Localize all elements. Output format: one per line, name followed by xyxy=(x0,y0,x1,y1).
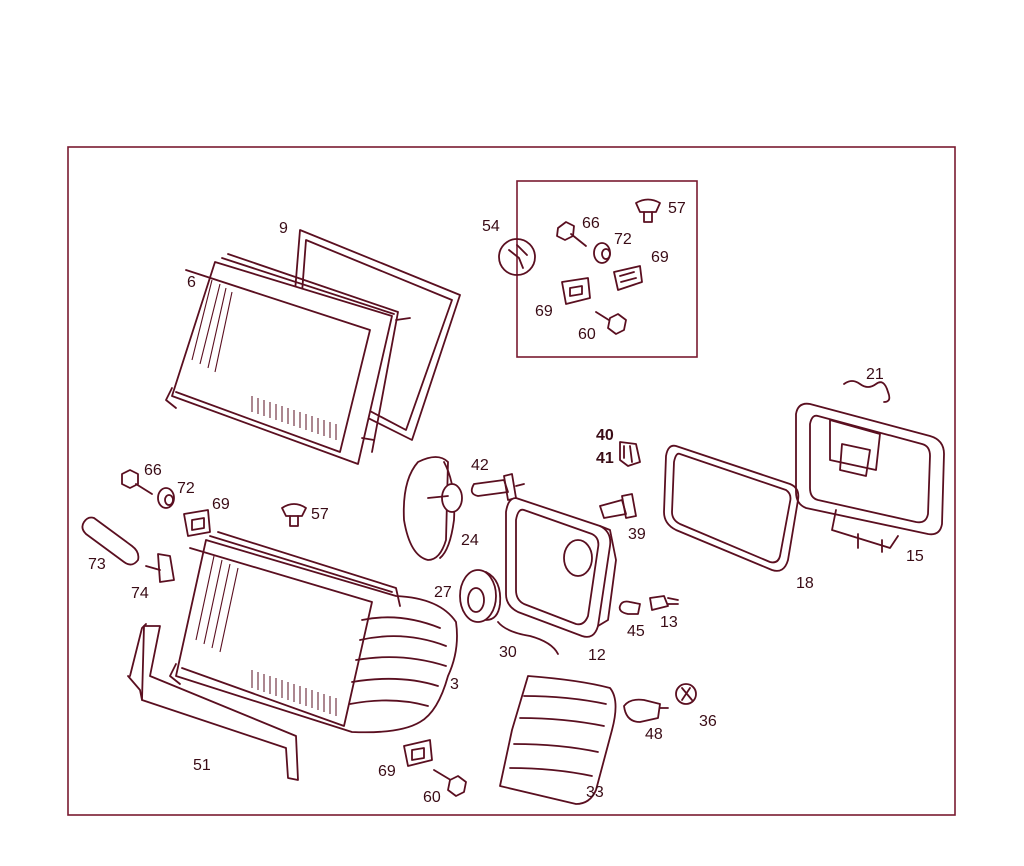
callout-54: 54 xyxy=(482,218,500,235)
callout-36: 36 xyxy=(699,713,717,730)
part-12-reflector-housing xyxy=(505,497,617,638)
part-13-socket xyxy=(649,595,679,611)
part-57-clip-top xyxy=(635,198,661,223)
callout-21: 21 xyxy=(866,366,884,383)
callout-33: 33 xyxy=(586,784,604,801)
callout-69-left: 69 xyxy=(212,496,230,513)
part-69-clip-bottom xyxy=(403,739,433,767)
callout-51: 51 xyxy=(193,757,211,774)
part-66-bolt-top xyxy=(556,221,587,247)
callout-39: 39 xyxy=(628,526,646,543)
part-30-wire xyxy=(497,621,559,655)
callout-15: 15 xyxy=(906,548,924,565)
part-24-reflector-cap xyxy=(402,456,463,561)
part-72-grommet-top xyxy=(593,242,611,264)
part-69-clip-left xyxy=(183,509,211,537)
part-36-socket xyxy=(675,683,697,705)
part-72-grommet-left xyxy=(157,487,175,509)
callout-6: 6 xyxy=(187,274,196,291)
callout-9: 9 xyxy=(279,220,288,237)
callout-40: 40 xyxy=(596,427,614,444)
callout-48: 48 xyxy=(645,726,663,743)
diagram-frame xyxy=(67,146,956,816)
part-42-bulb xyxy=(470,473,525,501)
part-54-wrench-icon xyxy=(498,238,536,276)
callout-57-top: 57 xyxy=(668,200,686,217)
part-69-clip-top-right xyxy=(613,265,643,291)
part-18-gasket xyxy=(663,444,800,572)
hardware-inset-box xyxy=(516,180,698,358)
callout-13: 13 xyxy=(660,614,678,631)
part-74-bracket xyxy=(145,553,175,583)
part-66-bolt-left xyxy=(121,469,153,495)
callout-69-top-right: 69 xyxy=(651,249,669,266)
callout-60-bottom: 60 xyxy=(423,789,441,806)
part-57-clip-mid xyxy=(281,503,307,527)
part-60-screw-bottom xyxy=(433,769,467,797)
callout-3: 3 xyxy=(450,676,459,693)
part-15-rear-housing xyxy=(795,402,945,553)
part-39-bulb xyxy=(599,493,637,519)
part-73-sleeve xyxy=(81,516,140,566)
callout-74: 74 xyxy=(131,585,149,602)
callout-12: 12 xyxy=(588,647,606,664)
part-48-bulb xyxy=(623,698,669,723)
part-33-turn-signal-lamp xyxy=(499,675,617,805)
callout-27: 27 xyxy=(434,584,452,601)
callout-45: 45 xyxy=(627,623,645,640)
callout-30: 30 xyxy=(499,644,517,661)
callout-66-top: 66 xyxy=(582,215,600,232)
part-40-41-connector xyxy=(619,441,641,467)
callout-18: 18 xyxy=(796,575,814,592)
part-21-wire xyxy=(843,380,891,403)
part-51-mounting-strip xyxy=(127,623,299,781)
callout-69-bottom: 69 xyxy=(378,763,396,780)
callout-42: 42 xyxy=(471,457,489,474)
callout-69-top-left: 69 xyxy=(535,303,553,320)
part-60-screw-top xyxy=(595,311,627,335)
part-69-clip-top-left xyxy=(561,277,591,305)
part-6-headlamp-lens xyxy=(165,253,399,465)
part-3-headlamp-assembly xyxy=(169,531,458,734)
callout-41: 41 xyxy=(596,450,614,467)
part-27-socket xyxy=(459,569,502,623)
callout-72-left: 72 xyxy=(177,480,195,497)
callout-24: 24 xyxy=(461,532,479,549)
callout-72-top: 72 xyxy=(614,231,632,248)
callout-66-left: 66 xyxy=(144,462,162,479)
callout-60-top: 60 xyxy=(578,326,596,343)
part-45-bulb xyxy=(618,600,641,615)
callout-57-mid: 57 xyxy=(311,506,329,523)
callout-73: 73 xyxy=(88,556,106,573)
